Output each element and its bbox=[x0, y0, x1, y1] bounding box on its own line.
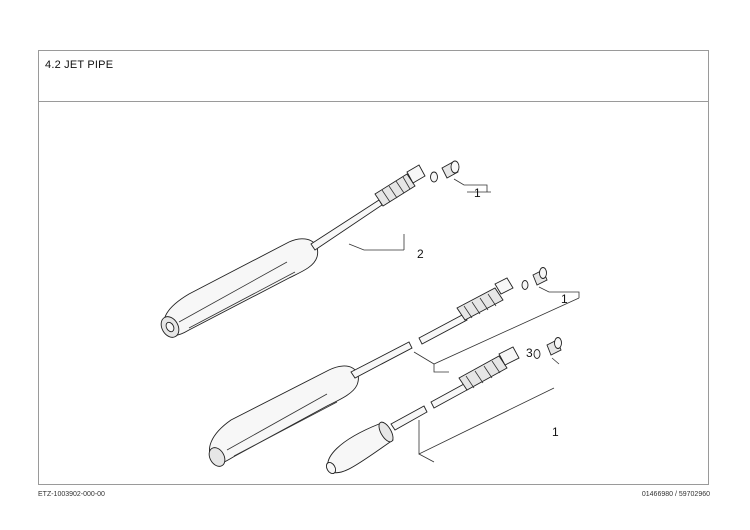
callout-part-1-middle: 1 bbox=[561, 292, 568, 306]
callout-part-2: 2 bbox=[417, 247, 424, 261]
callout-part-1-top: 1 bbox=[474, 186, 481, 200]
jet-pipe-assembly-3 bbox=[208, 267, 580, 467]
parts-sheet-frame: 4.2 JET PIPE bbox=[38, 50, 709, 501]
exploded-parts-drawing: 1 2 1 3 1 4 bbox=[39, 102, 708, 501]
sheet-header: 4.2 JET PIPE bbox=[39, 51, 708, 102]
document-code: ETZ-1003902-000-00 bbox=[38, 491, 105, 498]
part-numbers: 01466980 / 59702960 bbox=[641, 491, 710, 498]
jet-pipe-assembly-4 bbox=[325, 337, 562, 475]
section-title: 4.2 JET PIPE bbox=[45, 59, 114, 71]
jet-pipe-assembly-2 bbox=[160, 160, 491, 338]
jet-pipe-drawing-svg: 1 2 1 3 1 4 bbox=[160, 160, 580, 501]
callout-part-1-bottom: 1 bbox=[552, 425, 559, 439]
callout-part-3: 3 bbox=[526, 346, 533, 360]
